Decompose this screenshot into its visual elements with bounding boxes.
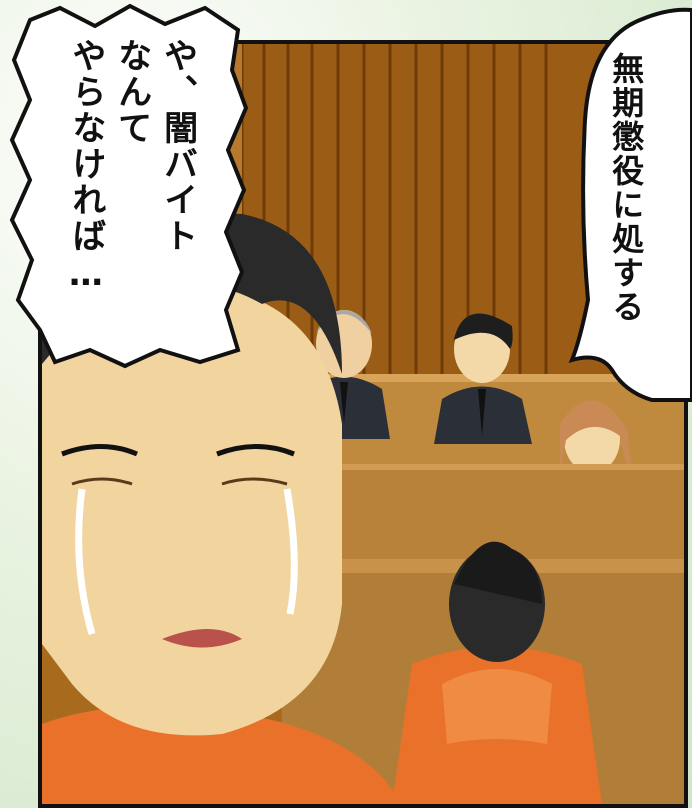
tear-left xyxy=(75,488,96,635)
tear-right xyxy=(283,488,298,615)
defendant-back xyxy=(392,541,602,804)
speech-line: やらなければ… xyxy=(65,38,106,296)
speech-line: や、闇バイト xyxy=(157,38,198,254)
judge-center xyxy=(434,313,532,444)
speech-line: なんて xyxy=(111,38,152,146)
speech-bubble-left xyxy=(9,3,249,369)
speech-text-left: や、闇バイト なんて やらなければ… xyxy=(62,38,200,338)
speech-text-right: 無期懲役に処する xyxy=(607,52,646,324)
courtroom-scene xyxy=(42,44,684,804)
speech-bubble-right xyxy=(568,7,692,402)
